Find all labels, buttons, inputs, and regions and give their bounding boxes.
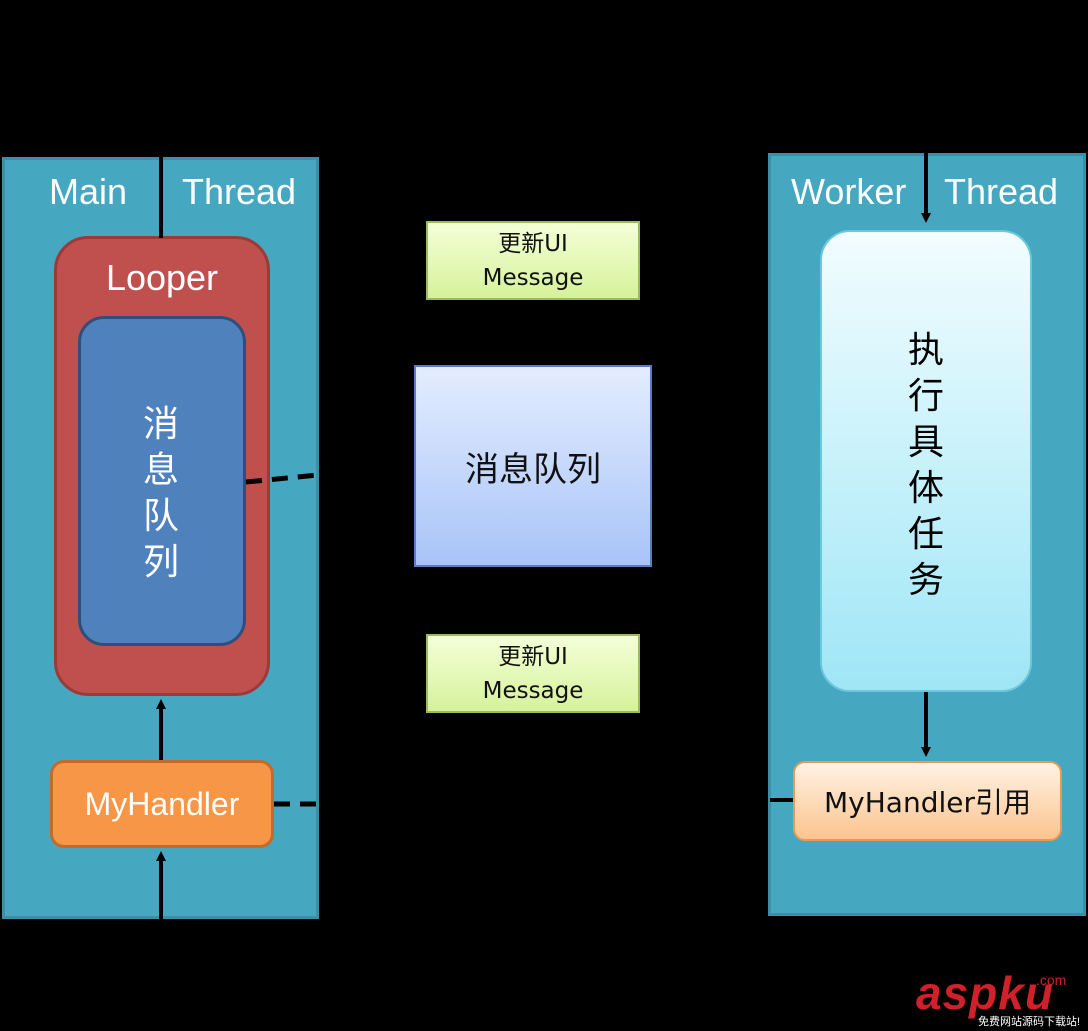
update-ui-message-bottom: 更新UI Message bbox=[426, 634, 640, 713]
message-top-line1: 更新UI bbox=[498, 230, 568, 257]
center-message-queue-label: 消息队列 bbox=[465, 449, 601, 490]
myhandler-label: MyHandler bbox=[84, 785, 240, 822]
myhandler-reference-box: MyHandler引用 bbox=[793, 761, 1062, 841]
queue-dashed-connector bbox=[245, 472, 319, 485]
main-thread-title-main: Main bbox=[49, 171, 128, 212]
main-message-queue-label: 消息队列 bbox=[143, 404, 180, 583]
update-ui-message-top: 更新UI Message bbox=[426, 221, 640, 300]
watermark-mark: .com bbox=[1036, 972, 1067, 988]
message-bottom-line2: Message bbox=[482, 677, 584, 704]
worker-thread-title-thread: Thread bbox=[944, 171, 1059, 212]
myhandler-box: MyHandler bbox=[50, 760, 274, 848]
myhandler-reference-label: MyHandler引用 bbox=[824, 786, 1031, 819]
watermark-brand: aspku bbox=[916, 967, 1054, 1019]
worker-task-label: 执行具体任务 bbox=[908, 330, 945, 601]
watermark-tagline: 免费网站源码下载站! bbox=[978, 1016, 1081, 1028]
watermark-logo: aspku .com 免费网站源码下载站! bbox=[916, 968, 1088, 1031]
worker-thread-title-worker: Worker bbox=[791, 171, 907, 212]
worker-task-box bbox=[820, 230, 1032, 692]
message-top-line2: Message bbox=[482, 264, 584, 291]
message-bottom-line1: 更新UI bbox=[498, 643, 568, 670]
center-message-queue-box: 消息队列 bbox=[414, 365, 652, 567]
main-message-queue-box bbox=[78, 316, 246, 646]
looper-label: Looper bbox=[105, 257, 219, 298]
main-thread-title-thread: Thread bbox=[182, 171, 297, 212]
